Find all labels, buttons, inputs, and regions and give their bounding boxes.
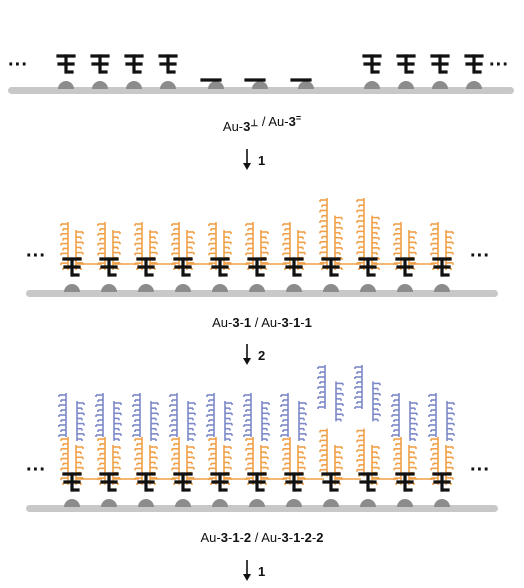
surface-anchor-icon xyxy=(249,499,265,507)
dendron-molecule-icon xyxy=(56,54,76,89)
stage-label-au3-1-2: Au-3-1-2 / Au-3-1-2-2 xyxy=(201,530,324,545)
dendron-molecule-icon xyxy=(396,54,416,89)
dendron-molecule-icon xyxy=(200,78,224,89)
dendron-molecule-icon xyxy=(362,54,382,89)
stage-label-au3-1: Au-3-1 / Au-3-1-1 xyxy=(212,315,312,330)
dendron-molecule-icon xyxy=(171,222,213,292)
surface-anchor-icon xyxy=(249,284,265,292)
surface-anchor-icon xyxy=(160,81,176,89)
step-number-3: 1 xyxy=(258,564,265,579)
ellipsis-left-row-2: ··· xyxy=(26,245,46,267)
surface-anchor-icon xyxy=(101,284,117,292)
dendron-molecule-icon xyxy=(280,393,324,507)
surface-anchor-icon xyxy=(252,81,268,89)
surface-anchor-icon xyxy=(92,81,108,89)
surface-anchor-icon xyxy=(101,499,117,507)
dendron-molecule-icon xyxy=(132,393,176,507)
surface-anchor-icon xyxy=(434,499,450,507)
surface-anchor-icon xyxy=(432,81,448,89)
surface-anchor-icon xyxy=(360,284,376,292)
dendron-molecule-icon xyxy=(206,393,250,507)
surface-anchor-icon xyxy=(360,499,376,507)
dendron-molecule-icon xyxy=(95,393,139,507)
dendron-molecule-icon xyxy=(354,365,398,507)
dendron-molecule-icon xyxy=(208,222,250,292)
surface-anchor-icon xyxy=(286,499,302,507)
surface-anchor-icon xyxy=(58,81,74,89)
dendron-molecule-icon xyxy=(97,222,139,292)
dendron-molecule-icon xyxy=(90,54,110,89)
dendron-molecule-icon xyxy=(319,198,361,292)
dendron-molecule-icon xyxy=(58,393,102,507)
down-arrow-icon xyxy=(243,560,251,581)
step-number-2: 2 xyxy=(258,348,265,363)
dendron-molecule-icon xyxy=(430,222,454,292)
ellipsis-right-row-3: ··· xyxy=(470,459,490,481)
surface-anchor-icon xyxy=(323,499,339,507)
surface-anchor-icon xyxy=(397,499,413,507)
dendron-molecule-icon xyxy=(60,222,102,292)
ellipsis-left-row-1: ··· xyxy=(8,54,28,76)
surface-anchor-icon xyxy=(64,284,80,292)
dendron-molecule-icon xyxy=(245,222,287,292)
stage-label-au3: Au-3⊥ / Au-3= xyxy=(223,113,301,134)
dendron-molecule-icon xyxy=(393,222,435,292)
surface-anchor-icon xyxy=(175,284,191,292)
dendron-molecule-icon xyxy=(428,393,455,507)
dendron-molecule-icon xyxy=(391,393,435,507)
dendron-molecule-icon xyxy=(124,54,144,89)
surface-anchor-icon xyxy=(175,499,191,507)
surface-anchor-icon xyxy=(298,81,314,89)
surface-anchor-icon xyxy=(323,284,339,292)
dendron-molecule-icon xyxy=(134,222,176,292)
dendron-molecule-icon xyxy=(244,78,268,89)
surface-anchor-icon xyxy=(466,81,482,89)
down-arrow-icon xyxy=(243,344,251,365)
surface-anchor-icon xyxy=(398,81,414,89)
dendron-molecule-icon xyxy=(430,54,450,89)
dendron-molecule-icon xyxy=(356,198,398,292)
surface-anchor-icon xyxy=(364,81,380,89)
ellipsis-right-row-2: ··· xyxy=(470,245,490,267)
ellipsis-left-row-3: ··· xyxy=(26,459,46,481)
dendron-molecule-icon xyxy=(290,78,314,89)
dendron-molecule-icon xyxy=(464,54,484,89)
surface-anchor-icon xyxy=(138,499,154,507)
surface-anchor-icon xyxy=(64,499,80,507)
dendron-molecule-icon xyxy=(158,54,178,89)
surface-anchor-icon xyxy=(212,499,228,507)
surface-anchor-icon xyxy=(434,284,450,292)
dendron-molecule-icon xyxy=(282,222,324,292)
step-number-1: 1 xyxy=(258,153,265,168)
molecules xyxy=(56,54,484,507)
surface-anchor-icon xyxy=(286,284,302,292)
surface-anchor-icon xyxy=(138,284,154,292)
surface-anchor-icon xyxy=(397,284,413,292)
surface-anchor-icon xyxy=(126,81,142,89)
surface-anchor-icon xyxy=(212,284,228,292)
surface-anchor-icon xyxy=(208,81,224,89)
ellipsis-right-row-1: ··· xyxy=(489,54,509,76)
dendron-molecule-icon xyxy=(243,393,287,507)
down-arrow-icon xyxy=(243,149,251,170)
dendron-molecule-icon xyxy=(317,365,361,507)
dendron-molecule-icon xyxy=(169,393,213,507)
